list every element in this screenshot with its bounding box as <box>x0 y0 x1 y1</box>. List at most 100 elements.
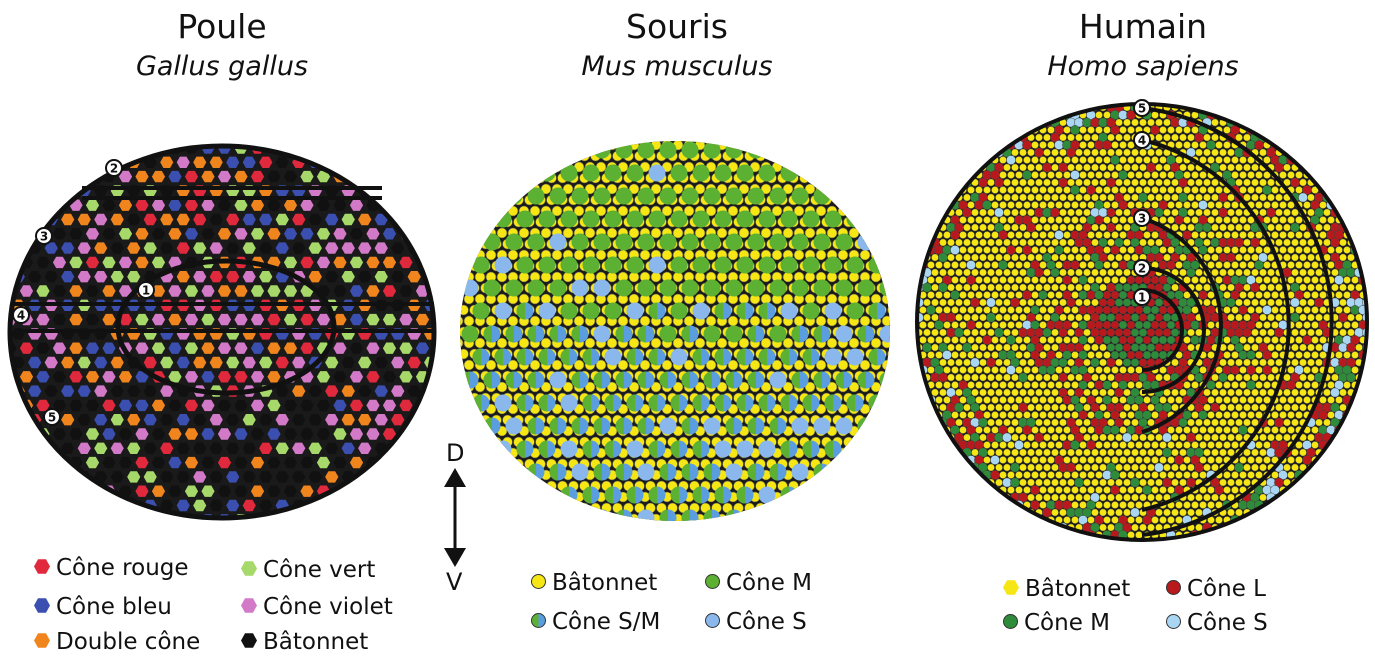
mouse-m-cone <box>626 256 644 274</box>
chicken-photoreceptor <box>382 485 397 497</box>
chicken-photoreceptor <box>19 428 34 440</box>
human-rod <box>1131 403 1139 412</box>
mouse-m-cone <box>747 233 765 251</box>
mouse-m-cone <box>582 164 600 182</box>
mouse-rod <box>474 425 486 437</box>
chicken-photoreceptor <box>366 313 380 326</box>
human-cone <box>1262 365 1272 375</box>
human-rod <box>1239 156 1247 164</box>
human-cone <box>1034 267 1044 278</box>
mouse-rod <box>518 161 530 173</box>
human-rod <box>1015 186 1023 194</box>
human-rod <box>1267 223 1275 232</box>
chicken-photoreceptor <box>168 228 182 240</box>
human-rod <box>1163 118 1171 127</box>
human-rod <box>1087 411 1095 419</box>
human-cone <box>958 125 968 135</box>
human-rod <box>1027 163 1035 172</box>
human-cone <box>1158 320 1168 330</box>
mouse-rod <box>793 249 805 261</box>
human-rod <box>939 238 947 247</box>
mouse-rod <box>606 381 618 393</box>
human-cone <box>1018 402 1028 413</box>
mouse-rod <box>705 249 717 261</box>
mouse-sm-cone <box>714 302 732 320</box>
human-rod <box>1055 171 1063 179</box>
chicken-photoreceptor <box>283 399 298 412</box>
human-cone <box>1286 104 1296 105</box>
chicken-photoreceptor <box>176 471 190 483</box>
chicken-photoreceptor <box>316 256 331 269</box>
mouse-rod <box>460 260 469 272</box>
human-rod <box>1319 231 1327 239</box>
human-rod <box>1099 193 1107 202</box>
human-rod <box>1155 193 1163 202</box>
mouse-rod <box>832 150 843 162</box>
mouse-rod <box>815 315 827 327</box>
human-cone <box>930 192 940 203</box>
human-rod <box>1183 336 1191 344</box>
chicken-photoreceptor <box>135 514 149 518</box>
human-rod <box>983 276 991 284</box>
human-cone <box>1058 177 1068 188</box>
human-rod <box>1023 381 1031 389</box>
human-rod <box>1247 306 1255 314</box>
human-cone <box>1358 170 1367 180</box>
human-cone <box>1190 335 1200 345</box>
human-rod <box>1019 343 1027 352</box>
human-cone <box>1166 320 1176 330</box>
mouse-sm-cone <box>516 302 534 320</box>
human-rod <box>1219 358 1227 367</box>
human-cone <box>1126 275 1136 285</box>
chicken-photoreceptor <box>36 371 50 383</box>
human-cone <box>1362 177 1367 188</box>
mouse-rod <box>551 315 563 327</box>
human-rod <box>1167 396 1175 404</box>
human-rod <box>1299 328 1307 337</box>
human-rod <box>1103 216 1111 224</box>
human-rod <box>1231 171 1239 179</box>
chicken-photoreceptor <box>391 414 405 426</box>
chicken-photoreceptor <box>184 342 199 354</box>
human-rod <box>1155 178 1163 187</box>
human-cone <box>978 177 988 188</box>
human-rod <box>1167 171 1175 179</box>
human-cone <box>1062 104 1072 105</box>
human-rod <box>1099 163 1107 172</box>
human-rod <box>1331 118 1339 127</box>
human-cone <box>1022 290 1032 300</box>
chicken-photoreceptor <box>127 385 141 397</box>
mouse-s-cone <box>560 440 578 458</box>
mouse-rod <box>463 513 475 521</box>
mouse-rod <box>518 513 530 521</box>
human-cone <box>938 147 948 158</box>
human-cone <box>1194 372 1204 383</box>
human-rod <box>1275 238 1283 247</box>
mouse-rod <box>463 227 475 239</box>
mouse-rod <box>460 425 464 437</box>
chicken-photoreceptor <box>77 213 91 226</box>
human-rod <box>919 321 927 329</box>
mouse-rod <box>469 436 480 448</box>
human-rod <box>1059 268 1067 277</box>
human-rod <box>1023 261 1031 269</box>
human-rod <box>1051 373 1059 382</box>
human-cone <box>1194 132 1204 143</box>
chicken-photoreceptor <box>366 342 380 354</box>
human-rod <box>987 283 995 292</box>
human-cone <box>1134 305 1144 315</box>
human-rod <box>1203 104 1211 112</box>
human-rod <box>1315 283 1323 292</box>
human-cone <box>1138 313 1148 322</box>
mouse-rod <box>716 337 728 349</box>
human-rod <box>1211 178 1219 187</box>
human-rod <box>1079 126 1087 134</box>
human-cone <box>1238 350 1248 360</box>
human-rod <box>1331 268 1339 277</box>
mouse-sm-cone <box>527 325 545 343</box>
human-cone <box>986 117 996 128</box>
mouse-rod <box>513 150 524 162</box>
mouse-rod <box>546 150 557 162</box>
human-rod <box>1243 388 1251 397</box>
human-rod <box>1207 321 1215 329</box>
